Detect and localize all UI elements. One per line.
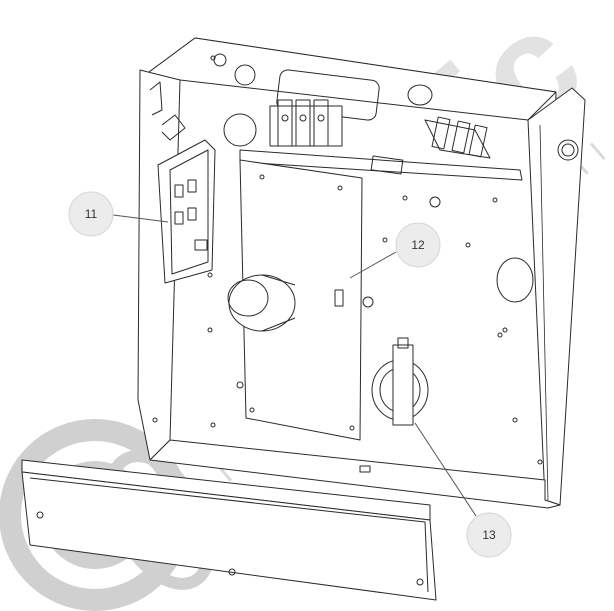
terminal-block-right [424,116,491,159]
callout-11[interactable]: 11 [68,191,169,237]
right-side-wall [527,87,586,506]
control-board [149,81,216,284]
callout-13[interactable]: 13 [414,422,512,558]
terminal-block-left [269,99,343,147]
callout-label-13: 13 [482,528,496,542]
callouts: 11 12 13 [68,191,512,558]
bottom-floor [149,439,561,509]
front-cover [21,459,437,601]
cabinet-drawing [21,37,586,601]
callout-label-11: 11 [85,207,98,221]
mounting-plate [227,159,374,441]
callout-label-12: 12 [411,238,425,252]
screw-holes [152,55,543,465]
capacitor [371,337,429,426]
callout-12[interactable]: 12 [349,222,441,279]
